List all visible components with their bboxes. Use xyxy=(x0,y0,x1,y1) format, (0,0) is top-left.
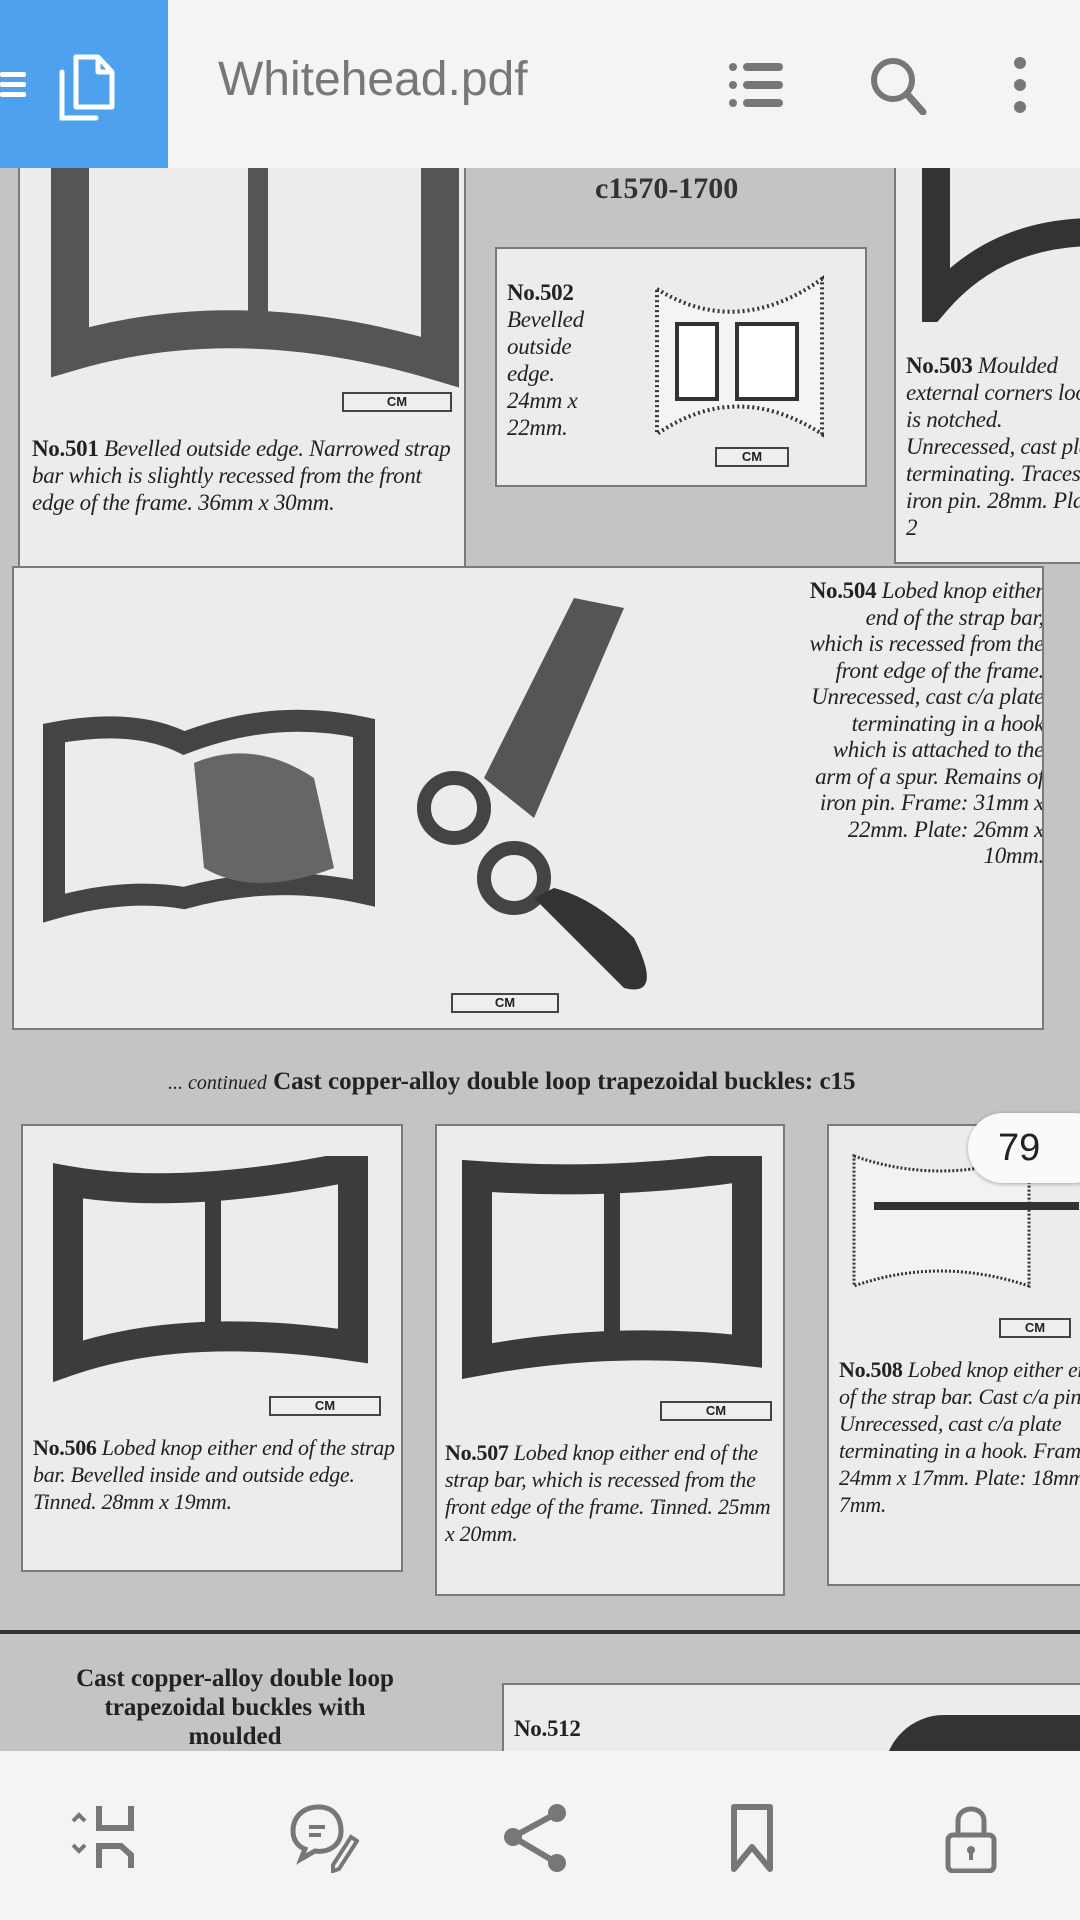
file-name-title: Whitehead.pdf xyxy=(218,53,528,106)
section-heading: Cast copper-alloy double loop trapezoida… xyxy=(76,1665,394,1750)
scale-bar: CM xyxy=(660,1401,772,1421)
caption-506: No.506 Lobed knop either end of the stra… xyxy=(33,1435,395,1514)
item-506: CM No.506 Lobed knop either end of the s… xyxy=(21,1124,403,1572)
buckle-506-image xyxy=(53,1156,368,1383)
bookmark-icon[interactable] xyxy=(718,1803,788,1873)
reading-mode-icon[interactable] xyxy=(69,1803,139,1873)
caption-507: No.507 Lobed knop either end of the stra… xyxy=(445,1440,771,1546)
caption-501: No.501 Bevelled outside edge. Narrowed s… xyxy=(32,436,451,515)
item-507: CM No.507 Lobed knop either end of the s… xyxy=(435,1124,785,1596)
caption-512: No.512 xyxy=(514,1716,581,1741)
more-options-icon[interactable] xyxy=(990,55,1050,115)
caption-503: No.503 Moulded external corners loop is … xyxy=(906,353,1080,540)
search-icon[interactable] xyxy=(868,55,928,115)
continued-heading: ... continued Cast copper-alloy double l… xyxy=(168,1068,856,1096)
caption-508: No.508 Lobed knop either end of the stra… xyxy=(839,1357,1080,1517)
item-503: No.503 Moulded external corners loop is … xyxy=(894,150,1080,564)
buckle-501-image xyxy=(51,152,459,388)
item-502: No.502 Bevelled outside edge. 24mm x 22m… xyxy=(495,247,867,487)
scale-bar: CM xyxy=(342,392,452,412)
top-app-bar: Whitehead.pdf xyxy=(0,0,1080,168)
buckle-502-drawing xyxy=(655,275,824,438)
scale-bar: CM xyxy=(715,447,789,467)
share-icon[interactable] xyxy=(501,1803,571,1873)
section-divider xyxy=(0,1630,1080,1634)
document-pages-icon xyxy=(59,54,115,121)
continued-title: Cast copper-alloy double loop trapezoida… xyxy=(273,1068,856,1095)
buckle-507-image xyxy=(462,1156,762,1380)
buckle-with-spur-image xyxy=(43,598,647,990)
item-501: CM No.501 Bevelled outside edge. Narrowe… xyxy=(18,150,466,568)
table-of-contents-icon[interactable] xyxy=(727,55,787,115)
item-508: CM No.508 Lobed knop either end of the s… xyxy=(827,1124,1080,1586)
scale-bar: CM xyxy=(269,1396,381,1416)
annotate-comment-icon[interactable] xyxy=(289,1803,359,1873)
buckle-503-image xyxy=(922,152,1080,322)
lock-icon[interactable] xyxy=(936,1803,1006,1873)
caption-502: No.502 Bevelled outside edge. 24mm x 22m… xyxy=(507,280,584,440)
scale-bar: CM xyxy=(451,993,559,1013)
scale-bar: CM xyxy=(999,1318,1071,1338)
document-switcher-button[interactable] xyxy=(0,0,168,168)
caption-504: No.504 Lobed knop either end of the stra… xyxy=(809,578,1044,868)
page-bubble: 79 xyxy=(968,1113,1080,1183)
item-504: CM No.504 Lobed knop either end of the s… xyxy=(12,566,1044,1030)
buckle-508-drawing xyxy=(852,1153,1079,1289)
date-range-heading: c1570-1700 xyxy=(595,172,739,205)
bottom-toolbar xyxy=(0,1751,1080,1920)
continued-prefix: ... continued xyxy=(168,1072,267,1094)
menu-icon xyxy=(0,72,26,97)
